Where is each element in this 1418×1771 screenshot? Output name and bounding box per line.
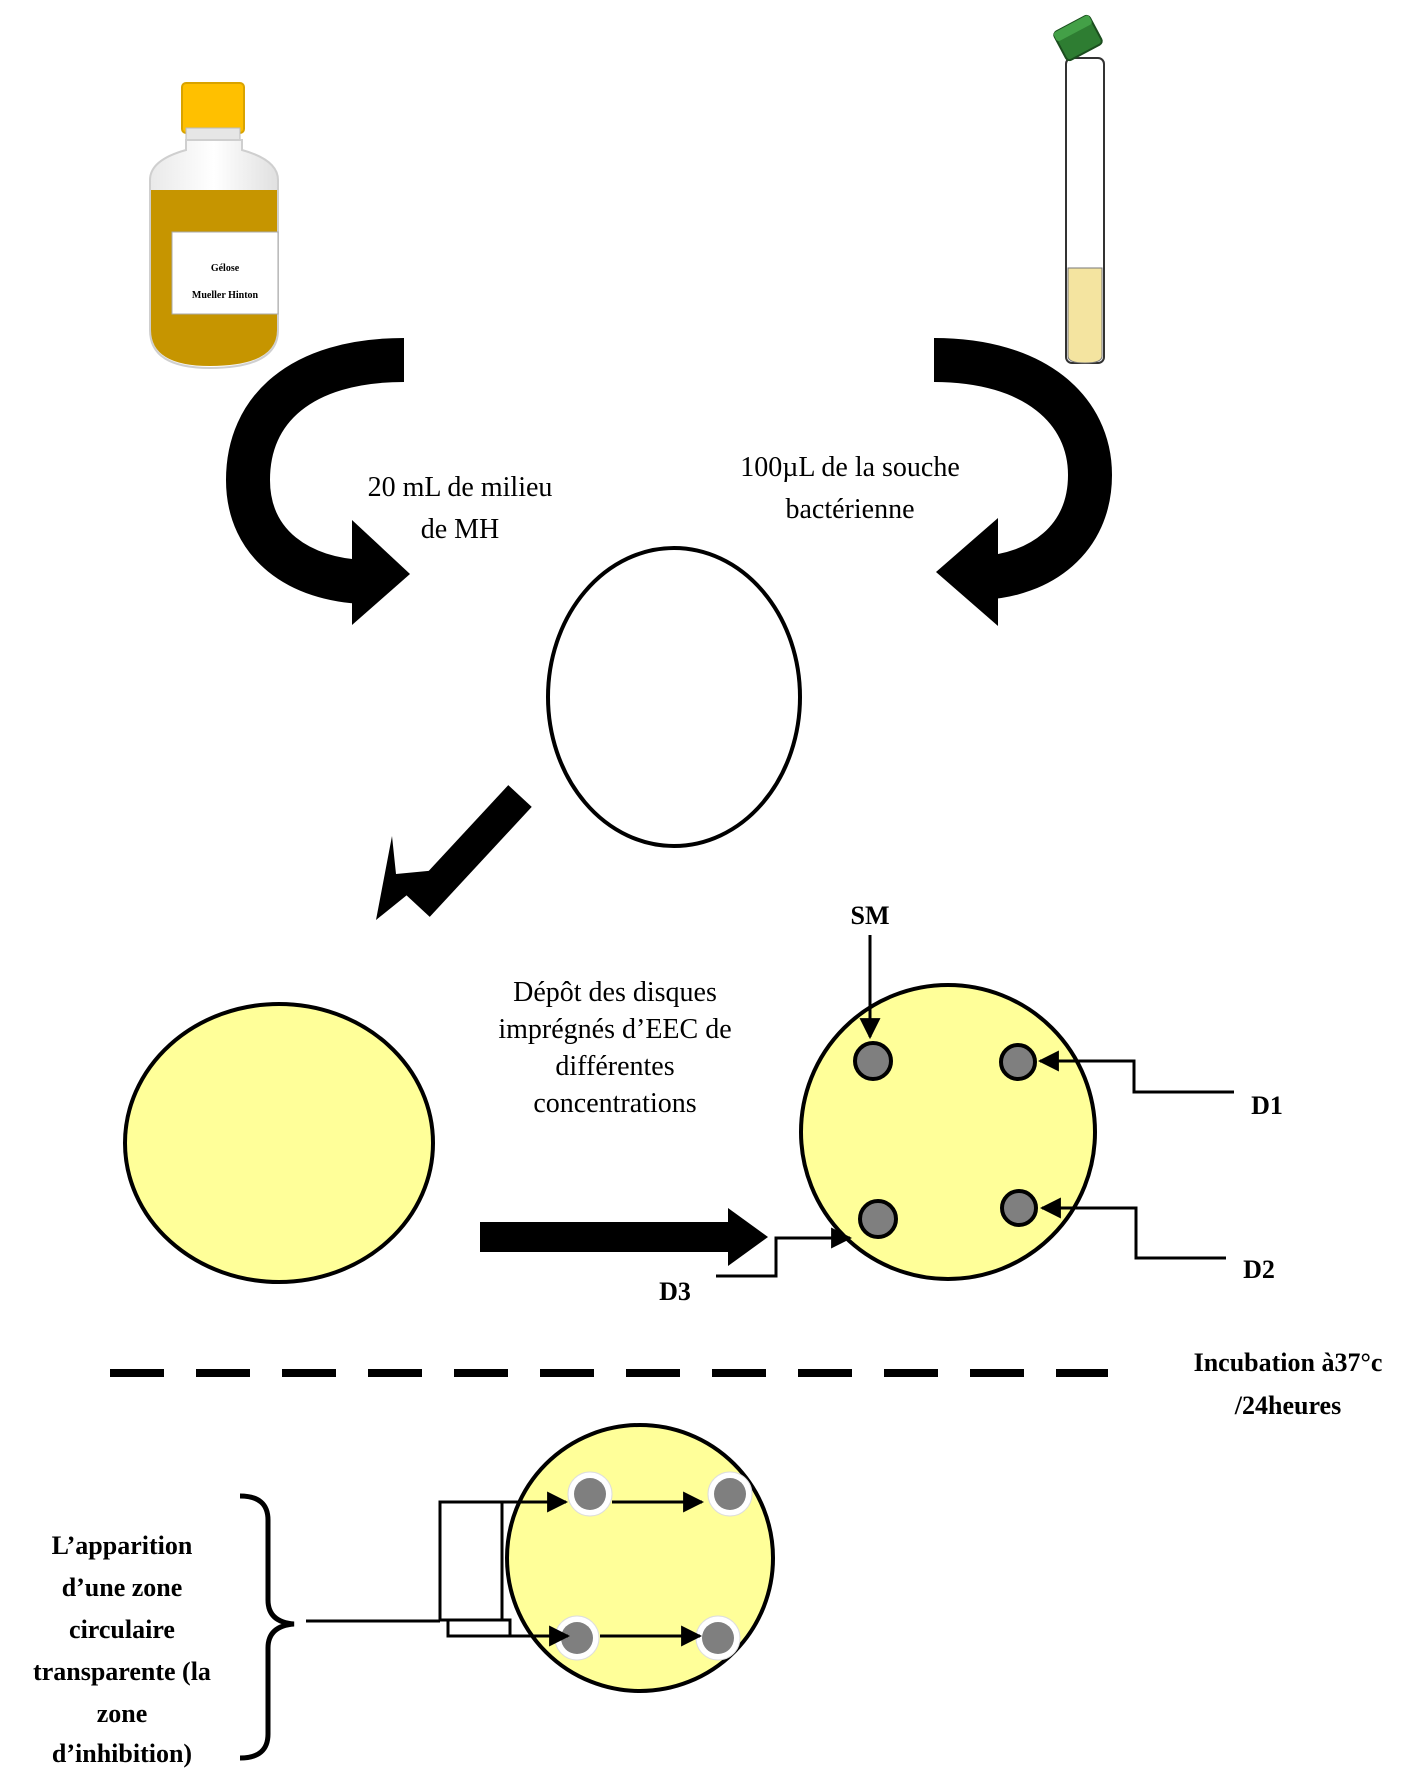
label-d3: D3 — [659, 1277, 691, 1306]
label-medium-line1: 20 mL de milieu — [367, 472, 553, 503]
label-incubation-line1: Incubation à37°c — [1193, 1348, 1383, 1377]
result-plate — [306, 1423, 775, 1693]
label-strain-line2: bactérienne — [785, 494, 915, 525]
bottle-label-line2: Mueller Hinton — [191, 290, 259, 301]
label-medium-line2: de MH — [420, 514, 500, 545]
label-incubation-line2: /24heures — [1234, 1391, 1342, 1420]
curved-arrow-medium — [225, 338, 410, 625]
label-strain-line1: 100µL de la souche — [740, 452, 960, 483]
label-discs-line4: concentrations — [533, 1088, 697, 1119]
label-result-line6: d’inhibition) — [51, 1739, 193, 1768]
label-result-line1: L’apparition — [51, 1531, 193, 1560]
curved-arrow-strain — [933, 338, 1113, 626]
label-d2: D2 — [1243, 1255, 1275, 1284]
label-result-line2: d’une zone — [61, 1573, 183, 1602]
result-brace — [239, 1493, 295, 1761]
disc-plate — [716, 935, 1234, 1281]
disc-d1 — [999, 1043, 1037, 1081]
disc-d3 — [858, 1199, 898, 1239]
pointer-d3 — [716, 1227, 853, 1278]
tube-cap — [1053, 14, 1103, 62]
horizontal-arrow — [480, 1208, 768, 1266]
agar-bottle — [149, 82, 279, 370]
disc-sm — [853, 1041, 893, 1081]
disc-result-3 — [561, 1622, 593, 1654]
disc-d2 — [1000, 1189, 1038, 1227]
pointer-d2 — [1039, 1197, 1226, 1260]
label-sm: SM — [850, 901, 890, 930]
label-result-line5: zone — [96, 1699, 148, 1728]
label-d1: D1 — [1251, 1091, 1283, 1120]
bottle-cap — [181, 82, 245, 134]
label-result-line4: transparente (la — [33, 1657, 211, 1686]
label-discs-line2: imprégnés d’EEC de — [498, 1014, 732, 1045]
bottle-label-line1: Gélose — [210, 263, 240, 274]
label-discs-line1: Dépôt des disques — [513, 977, 717, 1008]
disc-plate-agar — [799, 983, 1097, 1281]
test-tube — [1053, 14, 1105, 364]
disc-result-1 — [574, 1478, 606, 1510]
label-discs-line3: différentes — [555, 1051, 675, 1082]
diagonal-arrow — [376, 785, 532, 920]
agar-plate — [123, 1002, 435, 1284]
pointer-d1 — [1037, 1050, 1234, 1094]
bottle-label — [171, 231, 279, 315]
label-result-line3: circulaire — [69, 1615, 175, 1644]
empty-petri-dish — [546, 546, 802, 848]
disc-result-2 — [714, 1478, 746, 1510]
tube-liquid — [1067, 267, 1103, 364]
disc-result-4 — [702, 1622, 734, 1654]
